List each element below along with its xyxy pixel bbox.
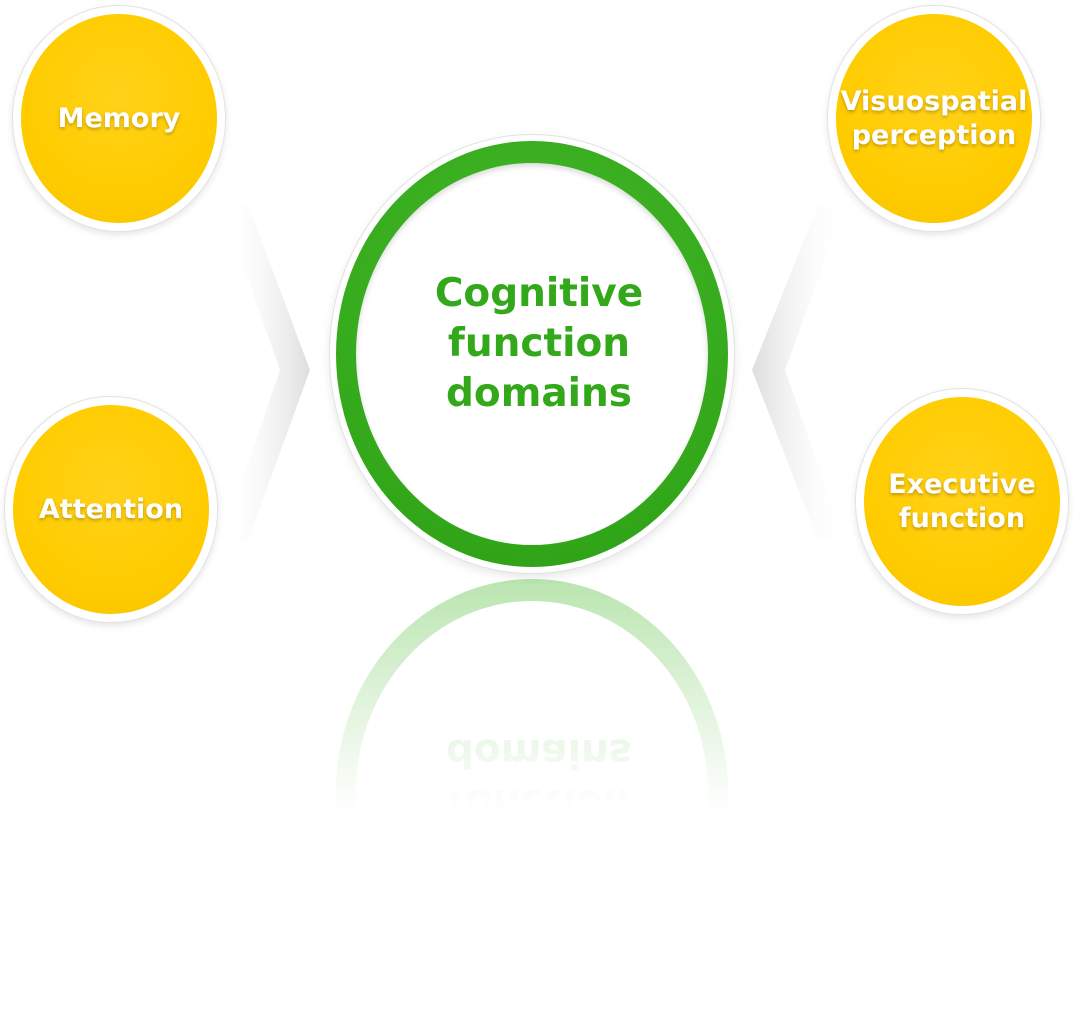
executive-function-node: Executive function <box>856 389 1068 614</box>
memory-label: Memory <box>57 102 181 134</box>
visuospatial-perception-label: Visuospatial perception <box>840 85 1028 151</box>
attention-label: Attention <box>38 493 184 525</box>
attention-node: Attention <box>5 397 217 622</box>
center-label: Cognitive function domains <box>434 271 644 416</box>
right-connector-arrow <box>752 205 845 540</box>
memory-node: Memory <box>13 6 225 231</box>
visuospatial-perception-node: Visuospatial perception <box>828 6 1040 231</box>
executive-function-label: Executive function <box>888 468 1036 534</box>
hub-reflection-label: Cognitive function domains <box>445 730 632 823</box>
hub-reflection: Cognitive function domains <box>330 573 734 823</box>
left-connector-arrow <box>222 205 310 540</box>
center-inner: Cognitive function domains <box>356 163 708 545</box>
center-node: Cognitive function domains <box>330 135 734 573</box>
